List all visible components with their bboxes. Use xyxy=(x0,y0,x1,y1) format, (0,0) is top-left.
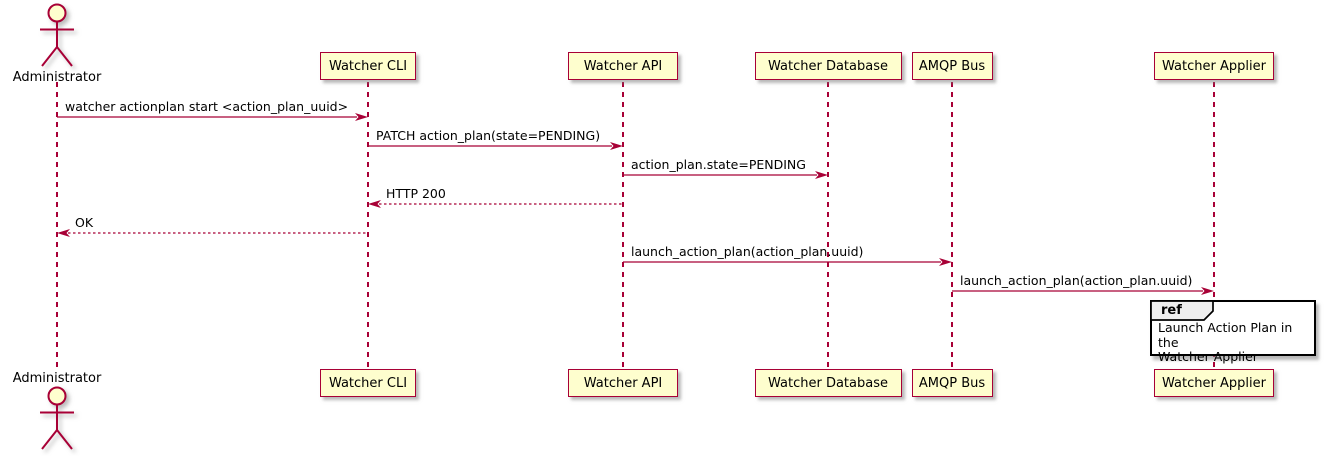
participant-label: Watcher API xyxy=(583,375,663,391)
message-arrow-4 xyxy=(57,229,368,237)
participant-label: Watcher Applier xyxy=(1162,375,1266,391)
actor-icon xyxy=(40,386,74,450)
participant-label: Watcher CLI xyxy=(328,375,408,391)
participant-box-watcher-api-bottom: Watcher API xyxy=(568,369,678,397)
message-label-6: launch_action_plan(action_plan.uuid) xyxy=(960,273,1193,288)
participant-label: Watcher API xyxy=(583,58,663,74)
participant-label: Watcher Database xyxy=(768,375,888,391)
message-label-2: action_plan.state=PENDING xyxy=(631,157,806,172)
message-arrow-5 xyxy=(623,258,952,266)
participant-label: Watcher CLI xyxy=(328,58,408,74)
participant-box-watcher-cli-top: Watcher CLI xyxy=(320,52,416,80)
lifeline-watcher-cli xyxy=(367,82,369,369)
participant-box-watcher-applier-top: Watcher Applier xyxy=(1154,52,1274,80)
message-arrow-3 xyxy=(368,200,623,208)
participant-box-amqp-bus-bottom: AMQP Bus xyxy=(911,369,993,397)
lifeline-watcher-database xyxy=(827,82,829,369)
lifeline-amqp-bus xyxy=(951,82,953,369)
ref-fragment: ref Launch Action Plan in the Watcher Ap… xyxy=(1150,300,1316,364)
ref-text-line: Launch Action Plan in the xyxy=(1158,320,1293,350)
participant-label: Watcher Applier xyxy=(1162,58,1266,74)
lifeline-watcher-api xyxy=(622,82,624,369)
message-label-5: launch_action_plan(action_plan.uuid) xyxy=(631,244,864,259)
lifeline-administrator xyxy=(56,82,58,369)
participant-label: Watcher Database xyxy=(768,58,888,74)
message-label-4: OK xyxy=(75,215,94,230)
participant-box-amqp-bus-top: AMQP Bus xyxy=(911,52,993,80)
message-arrow-6 xyxy=(952,287,1214,295)
actor-label-bottom: Administrator xyxy=(12,371,102,386)
participant-box-watcher-database-bottom: Watcher Database xyxy=(754,369,902,397)
ref-text: Launch Action Plan in the Watcher Applie… xyxy=(1158,320,1314,365)
participant-box-watcher-database-top: Watcher Database xyxy=(754,52,902,80)
participant-label: AMQP Bus xyxy=(918,58,986,74)
message-arrow-1 xyxy=(368,142,623,150)
actor-icon xyxy=(40,3,74,67)
message-label-1: PATCH action_plan(state=PENDING) xyxy=(376,128,601,143)
participant-box-watcher-api-top: Watcher API xyxy=(568,52,678,80)
participant-box-watcher-applier-bottom: Watcher Applier xyxy=(1154,369,1274,397)
message-arrow-0 xyxy=(57,113,368,121)
ref-tab-shape xyxy=(1151,301,1214,321)
message-arrow-2 xyxy=(623,171,828,179)
actor-label-top: Administrator xyxy=(12,70,102,85)
message-label-0: watcher actionplan start <action_plan_uu… xyxy=(65,99,349,114)
message-label-3: HTTP 200 xyxy=(386,186,446,201)
ref-tab-label: ref xyxy=(1161,303,1182,318)
participant-label: AMQP Bus xyxy=(918,375,986,391)
lifeline-watcher-applier xyxy=(1213,82,1215,369)
ref-text-line: Watcher Applier xyxy=(1158,349,1258,364)
participant-box-watcher-cli-bottom: Watcher CLI xyxy=(320,369,416,397)
